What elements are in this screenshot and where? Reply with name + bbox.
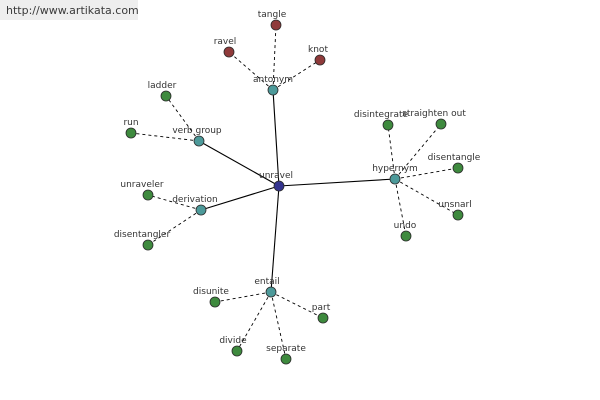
leaf-label[interactable]: undo — [394, 221, 417, 231]
watermark-bar: http://www.artikata.com — [0, 0, 139, 20]
relation-label-antonym[interactable]: antonym — [253, 75, 293, 85]
relation-node-hypernym[interactable] — [389, 173, 401, 185]
edge-hypernym-leaf — [394, 167, 459, 180]
leaf-node[interactable] — [231, 345, 243, 357]
leaf-label[interactable]: disentangle — [428, 153, 481, 163]
leaf-node[interactable] — [382, 119, 394, 131]
leaf-node[interactable] — [435, 118, 447, 130]
leaf-label[interactable]: straighten out — [402, 109, 466, 119]
leaf-node[interactable] — [125, 127, 137, 139]
relation-node-verb-group[interactable] — [193, 135, 205, 147]
leaf-node[interactable] — [160, 90, 172, 102]
leaf-node[interactable] — [400, 230, 412, 242]
leaf-label[interactable]: ladder — [148, 81, 177, 91]
leaf-node[interactable] — [317, 312, 329, 324]
edge-center-verb-group — [198, 140, 280, 187]
leaf-label[interactable]: tangle — [258, 10, 287, 20]
leaf-node[interactable] — [223, 46, 235, 58]
relation-node-antonym[interactable] — [267, 84, 279, 96]
leaf-label[interactable]: separate — [266, 344, 306, 354]
edge-hypernym-leaf — [394, 178, 459, 216]
edge-entail-leaf — [236, 291, 272, 352]
edge-center-entail — [270, 185, 280, 293]
center-node[interactable] — [273, 180, 285, 192]
leaf-label[interactable]: knot — [308, 45, 328, 55]
relation-label-entail[interactable]: entail — [254, 277, 279, 287]
leaf-label[interactable]: divide — [219, 336, 247, 346]
relation-node-entail[interactable] — [265, 286, 277, 298]
leaf-node[interactable] — [209, 296, 221, 308]
edge-antonym-leaf — [228, 51, 274, 91]
relation-label-derivation[interactable]: derivation — [172, 195, 218, 205]
leaf-label[interactable]: disentangler — [114, 230, 171, 240]
graph-edges — [130, 24, 459, 360]
leaf-node[interactable] — [452, 162, 464, 174]
leaf-label[interactable]: unsnarl — [438, 200, 472, 210]
leaf-label[interactable]: disunite — [193, 287, 229, 297]
leaf-label[interactable]: part — [312, 303, 331, 313]
leaf-label[interactable]: run — [123, 118, 138, 128]
watermark-url[interactable]: http://www.artikata.com — [6, 4, 139, 17]
relation-label-verb-group[interactable]: verb group — [172, 126, 222, 136]
leaf-node[interactable] — [142, 189, 154, 201]
edge-derivation-leaf — [147, 209, 202, 246]
graph-nodes — [125, 19, 464, 365]
leaf-node[interactable] — [142, 239, 154, 251]
edge-center-hypernym — [278, 178, 396, 187]
leaf-node[interactable] — [270, 19, 282, 31]
leaf-label[interactable]: disintegrate — [354, 110, 409, 120]
relation-node-derivation[interactable] — [195, 204, 207, 216]
leaf-label[interactable]: unraveler — [120, 180, 164, 190]
edge-antonym-leaf — [272, 24, 277, 91]
center-label[interactable]: unravel — [259, 171, 293, 181]
relation-label-hypernym[interactable]: hypernym — [372, 164, 418, 174]
edge-center-derivation — [200, 185, 280, 211]
leaf-node[interactable] — [280, 353, 292, 365]
graph-labels: tangle ravel knot antonym ladder run verb grou… — [114, 10, 481, 354]
edge-center-antonym — [272, 89, 280, 187]
leaf-label[interactable]: ravel — [214, 37, 237, 47]
leaf-node[interactable] — [452, 209, 464, 221]
leaf-node[interactable] — [314, 54, 326, 66]
edge-entail-leaf — [270, 291, 324, 319]
edge-hypernym-leaf — [394, 178, 407, 237]
